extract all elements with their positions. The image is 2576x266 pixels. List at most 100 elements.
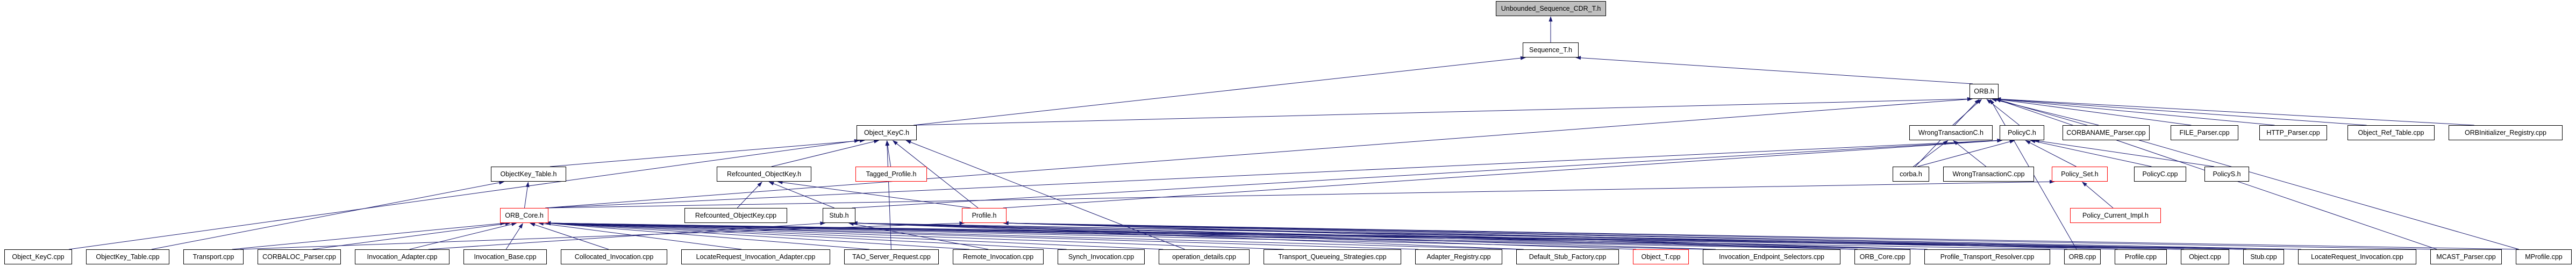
graph-node-policyc-h[interactable]: PolicyC.h [2000, 125, 2044, 140]
graph-node-synch-invocation-cpp[interactable]: Synch_Invocation.cpp [1058, 249, 1145, 264]
edge-arrowhead [1989, 99, 1994, 105]
graph-node-stub-cpp[interactable]: Stub.cpp [2243, 249, 2284, 264]
edge-line [1008, 222, 1858, 250]
graph-node-orb-core-h[interactable]: ORB_Core.h [500, 208, 548, 223]
graph-node-mcast-parser-cpp[interactable]: MCAST_Parser.cpp [2430, 249, 2502, 264]
edge-line [910, 142, 1185, 250]
graph-node-object-t-cpp[interactable]: Object_T.cpp [1633, 249, 1689, 264]
graph-node-object-ref-table-cpp[interactable]: Object_Ref_Table.cpp [2347, 125, 2435, 140]
graph-node-mprofile-cpp[interactable]: MProfile.cpp [2516, 249, 2572, 264]
edge-line [2035, 141, 2152, 167]
graph-node-objectkey-table-h[interactable]: ObjectKey_Table.h [491, 167, 566, 182]
edge-arrowhead [892, 140, 898, 145]
edge-line [853, 224, 989, 250]
graph-node-orb-h[interactable]: ORB.h [1970, 84, 1999, 99]
edge-line [887, 145, 891, 250]
graph-node-corbaloc-parser-cpp[interactable]: CORBALOC_Parser.cpp [258, 249, 341, 264]
edge-arrowhead [1997, 138, 2003, 142]
graph-node-policyc-cpp[interactable]: PolicyC.cpp [2134, 167, 2186, 182]
edge-arrowhead [873, 139, 880, 143]
edge-line [550, 223, 1067, 250]
edge-line [550, 222, 1519, 250]
graph-node-stub-h[interactable]: Stub.h [823, 208, 855, 223]
edge-line [857, 222, 1637, 250]
graph-node-object-keyc-cpp[interactable]: Object_KeyC.cpp [4, 249, 72, 264]
edge-line [1990, 102, 2020, 126]
edge-line [913, 57, 1521, 126]
graph-node-object-keyc-h[interactable]: Object_KeyC.h [857, 125, 917, 140]
edge-arrowhead [1991, 98, 1997, 102]
edge-arrowhead [1549, 16, 1553, 21]
graph-node-locaterequest-invocation-cpp[interactable]: LocateRequest_Invocation.cpp [2298, 249, 2416, 264]
graph-node-profile-transport-resolver-cpp[interactable]: Profile_Transport_Resolver.cpp [1924, 249, 2050, 264]
edge-arrowhead [2030, 139, 2036, 143]
graph-node-orb-core-cpp[interactable]: ORB_Core.cpp [1854, 249, 1910, 264]
graph-node-profile-cpp[interactable]: Profile.cpp [2115, 249, 2167, 264]
graph-node-refcounted-objectkey-h[interactable]: Refcounted_ObjectKey.h [717, 167, 811, 182]
graph-node-profile-h[interactable]: Profile.h [962, 208, 1007, 223]
edge-line [1008, 222, 2520, 250]
edge-line [1008, 222, 1928, 250]
graph-node-tao-server-request-cpp[interactable]: TAO_Server_Request.cpp [844, 249, 939, 264]
graph-node-adapter-registry-cpp[interactable]: Adapter_Registry.cpp [1415, 249, 1502, 264]
graph-node-transport-queueing-strategies-cpp[interactable]: Transport_Queueing_Strategies.cpp [1264, 249, 1401, 264]
graph-node-sequence-t-h[interactable]: Sequence_T.h [1523, 42, 1579, 57]
edge-arrowhead [525, 182, 530, 188]
graph-node-object-cpp[interactable]: Object.cpp [2181, 249, 2229, 264]
graph-node-default-stub-factory-cpp[interactable]: Default_Stub_Factory.cpp [1516, 249, 1619, 264]
graph-node-refcounted-objectkey-cpp[interactable]: Refcounted_ObjectKey.cpp [684, 208, 787, 223]
edge-line [896, 143, 979, 209]
edge-arrowhead [511, 222, 517, 226]
graph-node-wrongtransactionc-h[interactable]: WrongTransactionC.h [1909, 125, 1993, 140]
graph-node-unbounded-sequence-cdr-t-h[interactable]: Unbounded_Sequence_CDR_T.h [1496, 1, 1606, 16]
graph-node-invocation-endpoint-selectors-cpp[interactable]: Invocation_Endpoint_Selectors.cpp [1703, 249, 1840, 264]
graph-node-file-parser-cpp[interactable]: FILE_Parser.cpp [2171, 125, 2238, 140]
edge-line [1580, 57, 1973, 84]
graph-node-http-parser-cpp[interactable]: HTTP_Parser.cpp [2259, 125, 2327, 140]
edge-line [1917, 141, 2010, 167]
edge-line [409, 224, 512, 250]
graph-node-objectkey-table-cpp[interactable]: ObjectKey_Table.cpp [86, 249, 169, 264]
edge-arrowhead [1520, 56, 1526, 60]
edge-arrowhead [1967, 97, 1973, 102]
graph-node-corbaname-parser-cpp[interactable]: CORBANAME_Parser.cpp [2063, 125, 2150, 140]
graph-node-invocation-adapter-cpp[interactable]: Invocation_Adapter.cpp [355, 249, 449, 264]
graph-node-orbinitializer-registry-cpp[interactable]: ORBInitializer_Registry.cpp [2449, 125, 2563, 140]
edge-arrowhead [959, 221, 965, 225]
edge-line [782, 182, 971, 209]
edge-line [2000, 99, 2192, 126]
edge-line [550, 222, 1284, 250]
graph-node-policy-current-impl-h[interactable]: Policy_Current_Impl.h [2070, 208, 2161, 223]
edge-line [550, 222, 2068, 250]
edge-line [550, 223, 870, 250]
edge-arrowhead [498, 181, 505, 185]
graph-node-orb-cpp[interactable]: ORB.cpp [2064, 249, 2101, 264]
edge-line [2000, 99, 2275, 126]
graph-node-corba-h[interactable]: corba.h [1893, 167, 1929, 182]
edge-line [2086, 185, 2114, 209]
edge-line [857, 222, 1524, 250]
edge-line [2000, 100, 2520, 250]
edge-line [151, 182, 499, 250]
edge-arrowhead [1976, 99, 1982, 104]
edge-line [771, 141, 874, 167]
graph-node-locaterequest-invocation-adapter-cpp[interactable]: LocateRequest_Invocation_Adapter.cpp [681, 249, 830, 264]
edge-line [913, 98, 1968, 126]
edge-line [2000, 99, 2367, 126]
edge-arrowhead [852, 221, 858, 225]
edge-line [1008, 222, 2302, 250]
graph-node-policys-h[interactable]: PolicyS.h [2204, 167, 2249, 182]
graph-node-invocation-base-cpp[interactable]: Invocation_Base.cpp [463, 249, 547, 264]
edge-arrowhead [545, 221, 551, 225]
graph-node-remote-invocation-cpp[interactable]: Remote_Invocation.cpp [953, 249, 1044, 264]
edge-line [852, 140, 1997, 209]
edge-arrowhead [820, 221, 826, 226]
edge-arrowhead [1974, 99, 1980, 104]
graph-node-operation-details-cpp[interactable]: operation_details.cpp [1159, 249, 1250, 264]
graph-node-policy-set-h[interactable]: Policy_Set.h [2052, 167, 2108, 182]
graph-node-collocated-invocation-cpp[interactable]: Collocated_Invocation.cpp [561, 249, 667, 264]
graph-node-wrongtransactionc-cpp[interactable]: WrongTransactionC.cpp [1943, 167, 2034, 182]
graph-node-transport-cpp[interactable]: Transport.cpp [183, 249, 244, 264]
graph-node-tagged-profile-h[interactable]: Tagged_Profile.h [855, 167, 927, 182]
